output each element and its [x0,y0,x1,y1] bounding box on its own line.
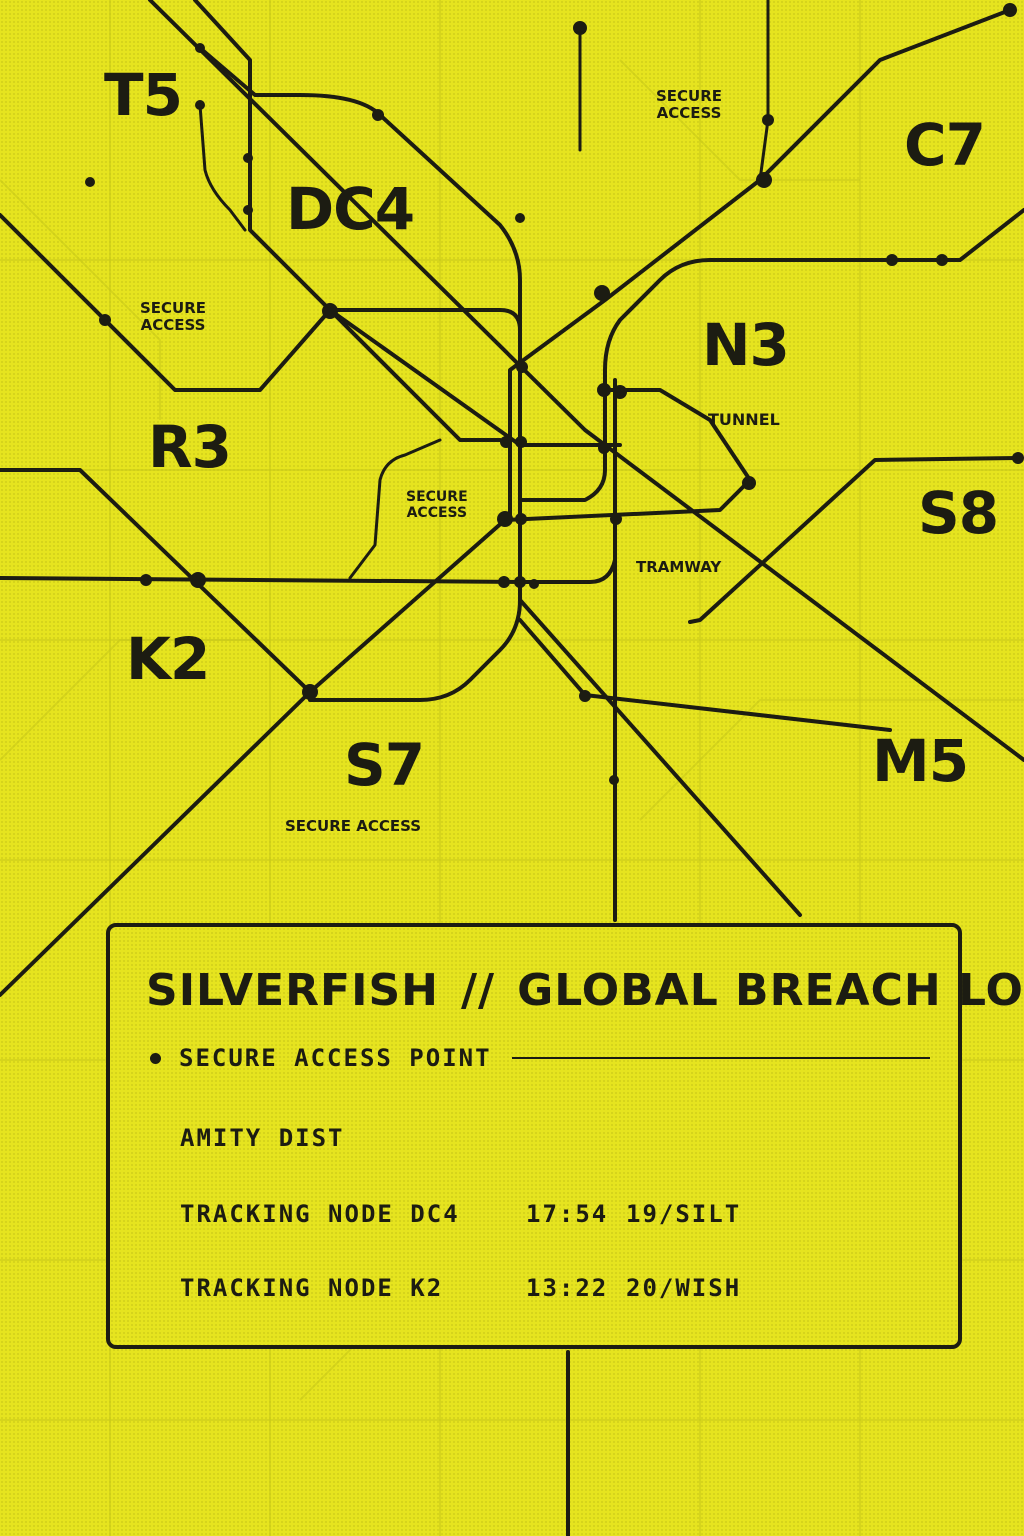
zone-label-n3: N3 [702,311,790,379]
line-n3 [518,208,1024,502]
stations [85,3,1024,785]
panel-title: SILVERFISH // GLOBAL BREACH LOG [146,965,1024,1016]
station-dot [1012,452,1024,464]
zone-label-c7: C7 [904,111,986,179]
station-dot [516,361,528,373]
station-dot [609,775,619,785]
secure-access-label: SECURE ACCESS [285,817,422,835]
station-dot [742,476,756,490]
station-dot [500,436,512,448]
breach-log-panel: SILVERFISH // GLOBAL BREACH LOG SECURE ACC… [106,923,1024,1349]
station-dot [514,576,526,588]
station-dot [598,442,610,454]
line-central-east-west [328,308,622,447]
log-title: GLOBAL BREACH LOG [517,965,1024,1016]
line-c7-diagonal [508,8,1012,522]
station-dot [610,513,622,525]
filled-dot-icon [150,1052,161,1064]
district-label: AMITY DIST [180,1124,345,1152]
station-dot [613,385,627,399]
station-dot [529,579,539,589]
log-entry-time: 17:54 [526,1200,609,1228]
station-dot [243,153,253,163]
station-dot [1003,3,1017,17]
tunnel-label: TUNNEL [708,410,780,429]
station-dot [515,436,527,448]
line-diagonal-nw-se [148,0,1024,762]
station-dot [322,303,338,319]
legend-rule [511,1057,930,1059]
zone-label-s7: S7 [344,731,425,799]
line-r3-diagonal [0,213,522,392]
station-dot [515,513,527,525]
station-dot [573,21,587,35]
secure-access-label: SECURE ACCESS [140,299,207,335]
secure-access-label: SECURE ACCESS [656,87,723,123]
line-tunnel [503,388,752,522]
log-entry-code: 20/WISH [626,1274,742,1302]
log-entry-node: TRACKING NODE K2 [180,1274,444,1302]
line-r3-m5 [0,468,312,694]
log-entry-row: TRACKING NODE DC4 17:54 19/SILT [180,1200,900,1230]
log-entry-node: TRACKING NODE DC4 [180,1200,460,1228]
station-dot [302,684,318,700]
station-dot [372,109,384,121]
station-dot [515,213,525,223]
station-dot [756,172,772,188]
line-s8 [688,456,1020,624]
zone-label-dc4: DC4 [286,175,415,243]
station-dot [762,114,774,126]
line-secure-loop [348,438,442,580]
station-dot [140,574,152,586]
log-entry-code: 19/SILT [626,1200,742,1228]
zone-label-m5: M5 [872,727,969,795]
line-c7-spur [758,0,770,182]
station-dot [936,254,948,266]
tramway-label: TRAMWAY [636,558,722,576]
brand-name: SILVERFISH [146,965,439,1016]
line-t5-loop [198,46,522,702]
station-dot [99,314,111,326]
legend-label: SECURE ACCESS POINT [179,1044,492,1072]
line-central-to-se [518,598,802,917]
line-t5-branch [198,103,247,232]
log-entry-time: 13:22 [526,1274,609,1302]
station-dot [597,383,611,397]
zone-label-t5: T5 [104,61,183,129]
legend-row: SECURE ACCESS POINT [150,1043,930,1073]
station-dot [579,690,591,702]
zone-label-s8: S8 [918,479,999,547]
station-dot [195,100,205,110]
station-dot [886,254,898,266]
station-dot [498,576,510,588]
station-dot [497,511,513,527]
zone-label-r3: R3 [148,413,232,481]
station-dot [195,43,205,53]
line-m5 [518,618,892,732]
zone-label-k2: K2 [126,625,210,693]
station-dot [594,285,610,301]
station-dot [243,205,253,215]
log-entry-row: TRACKING NODE K2 13:22 20/WISH [180,1274,900,1304]
secure-access-label: SECURE ACCESS [406,489,468,522]
station-dot [190,572,206,588]
station-dot [85,177,95,187]
line-dc4-diagonal [193,0,502,442]
title-separator: // [460,965,496,1016]
